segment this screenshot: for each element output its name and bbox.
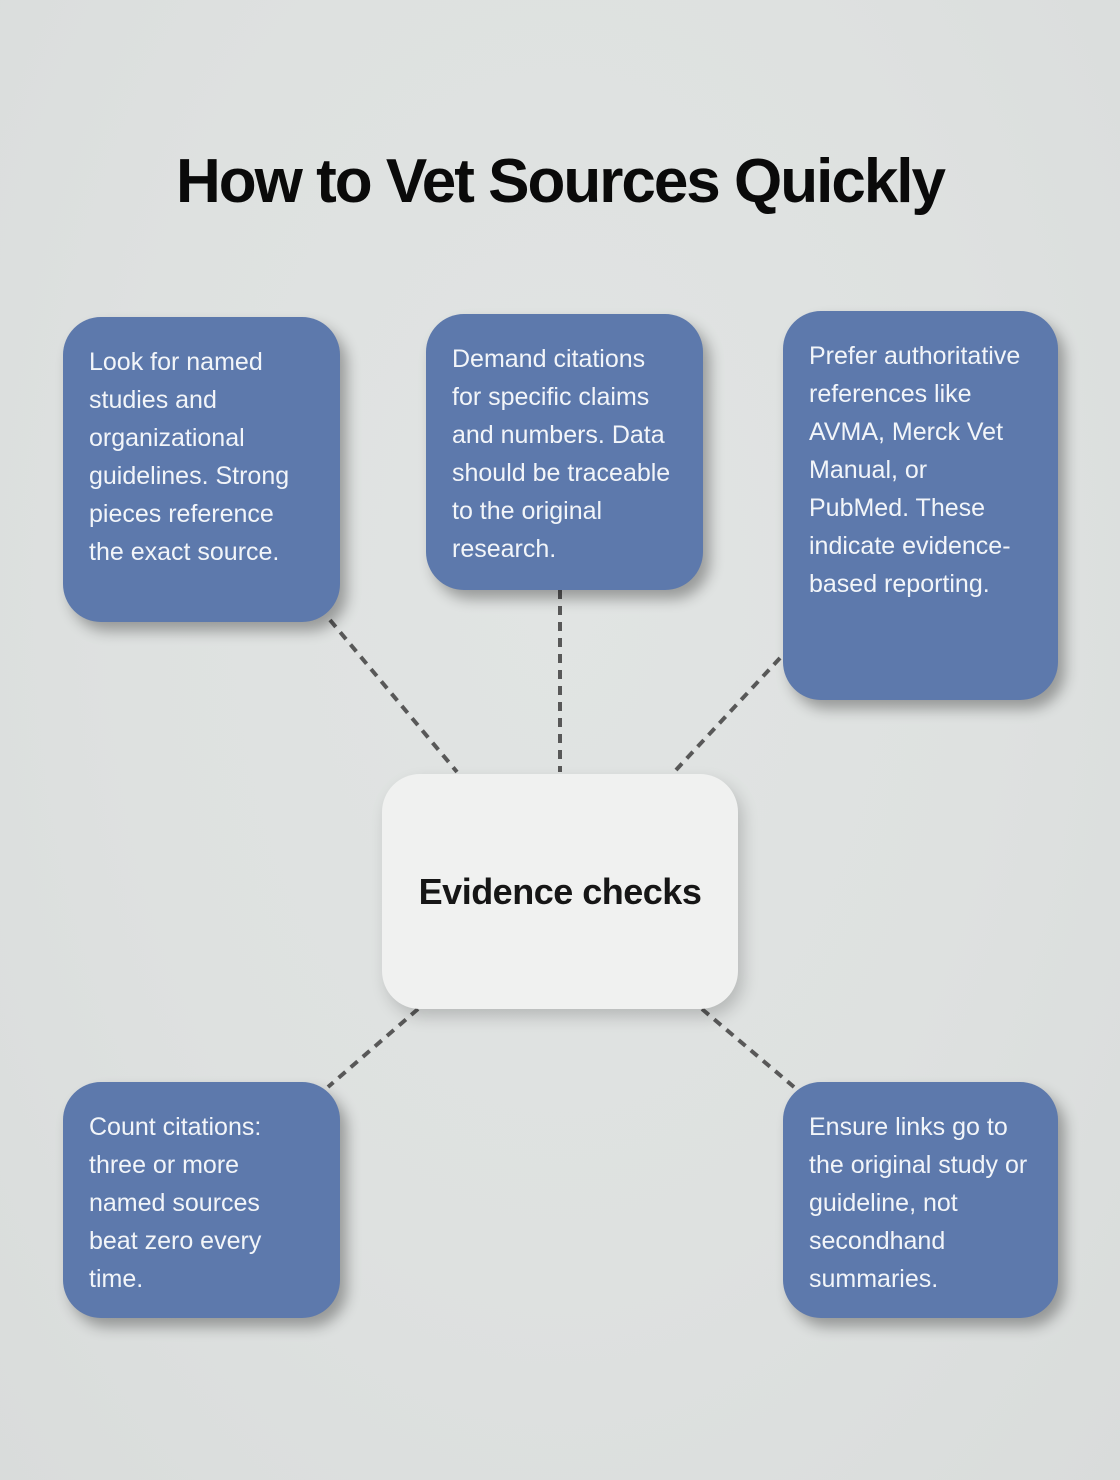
node-top-middle: Demand citations for specific claims and… xyxy=(426,314,703,590)
node-bottom-left: Count citations: three or more named sou… xyxy=(63,1082,340,1318)
node-bottom-right: Ensure links go to the original study or… xyxy=(783,1082,1058,1318)
page-title: How to Vet Sources Quickly xyxy=(175,146,946,216)
node-text: Look for named studies and organizationa… xyxy=(89,348,290,566)
node-top-right: Prefer authoritative references like AVM… xyxy=(783,311,1058,700)
node-text: Demand citations for specific claims and… xyxy=(452,345,671,563)
center-node-label: Evidence checks xyxy=(418,870,702,912)
node-text: Ensure links go to the original study or… xyxy=(809,1113,1028,1293)
node-top-left: Look for named studies and organizationa… xyxy=(63,317,340,622)
node-text: Count citations: three or more named sou… xyxy=(89,1113,262,1293)
center-node: Evidence checks xyxy=(382,774,738,1009)
node-text: Prefer authoritative references like AVM… xyxy=(809,342,1021,598)
